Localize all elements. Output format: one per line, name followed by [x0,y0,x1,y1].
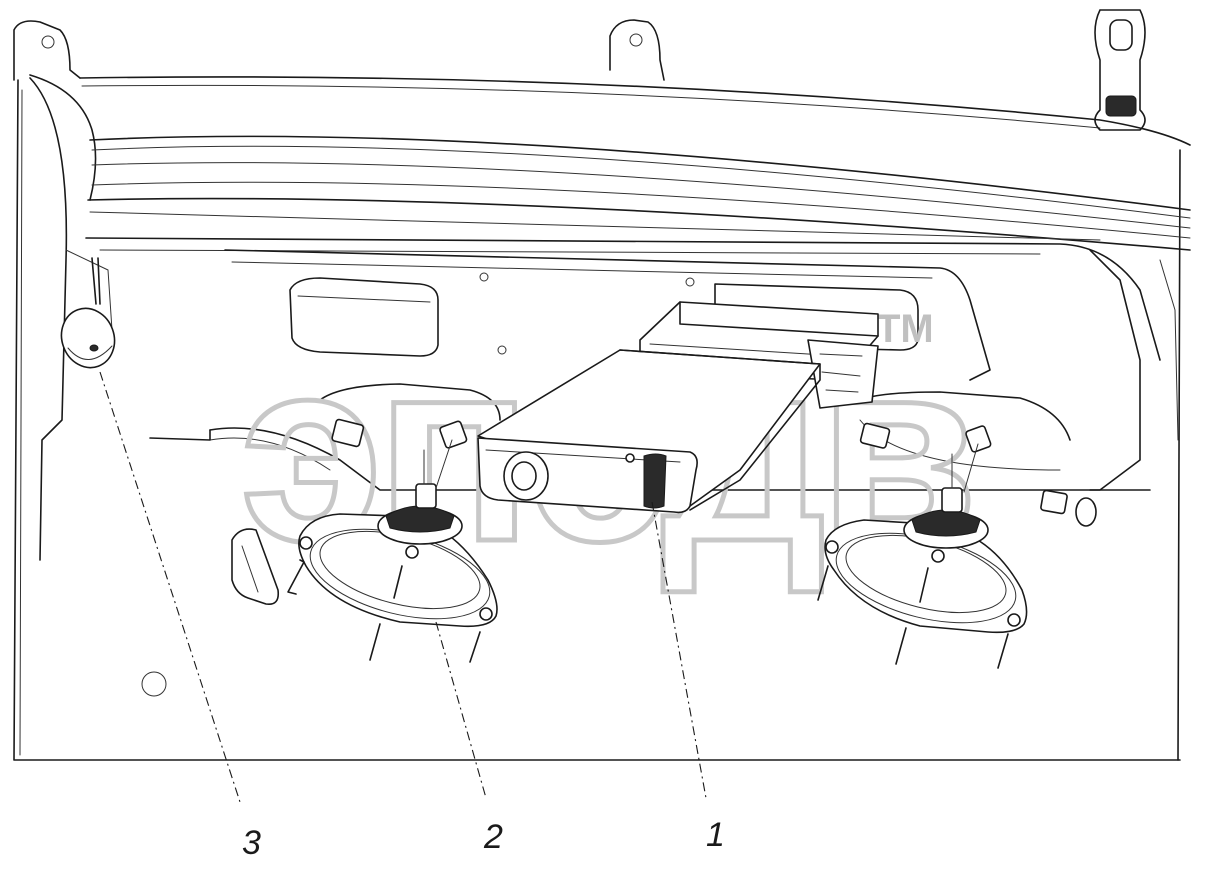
leader-line-1 [651,501,707,799]
radio-unit [477,301,879,514]
leader-lines [99,371,707,803]
loudspeaker-left [287,418,498,663]
leader-line-3 [99,371,241,803]
cab-body [13,9,1191,761]
callout-1: 1 [706,816,725,854]
loudspeaker-right [817,422,1068,669]
callout-2: 2 [483,818,503,856]
callout-labels: 1 2 3 [242,816,725,862]
microphone [60,257,116,369]
leader-line-2 [435,621,487,799]
callout-3: 3 [242,824,261,862]
watermark-trademark: TM [876,307,934,351]
